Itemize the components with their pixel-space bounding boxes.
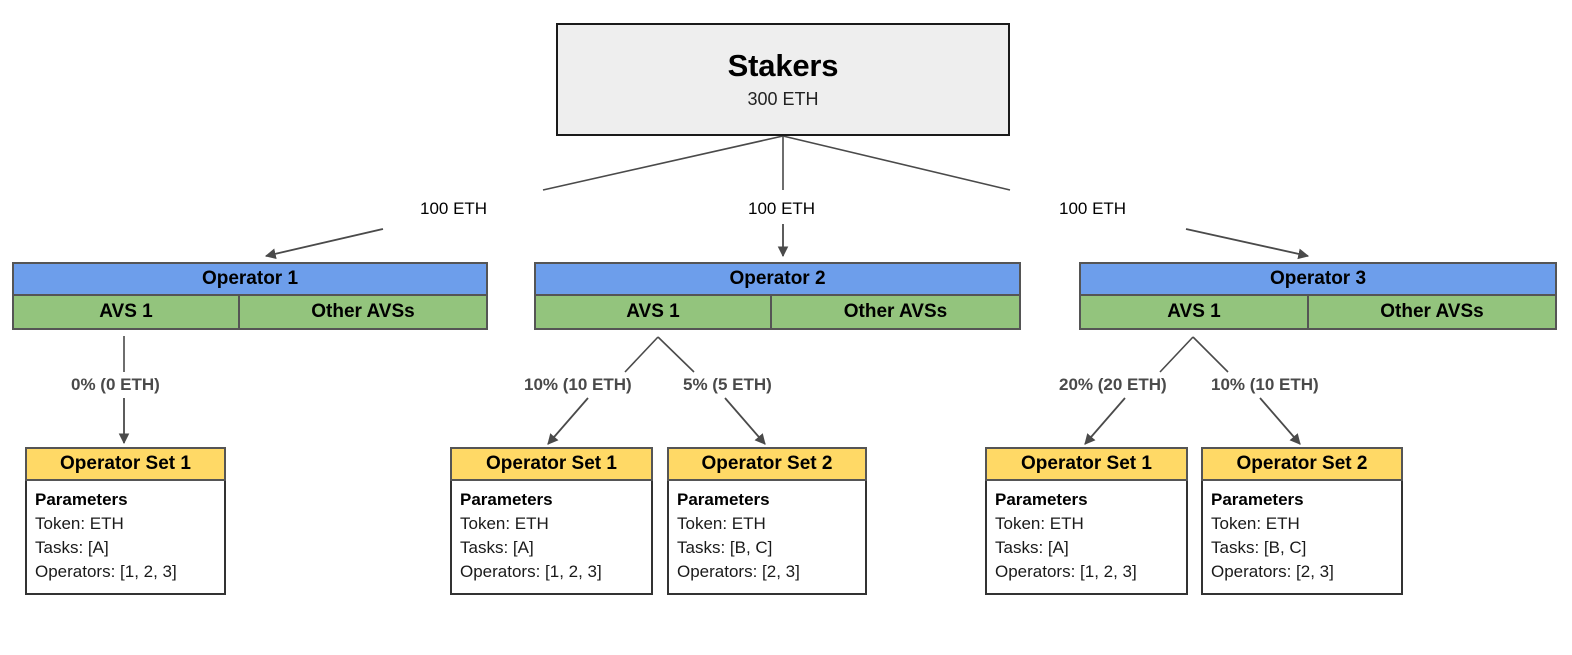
operator-node-1[interactable]: Operator 1 AVS 1 Other AVSs (12, 262, 488, 330)
stakers-title: Stakers (727, 48, 839, 84)
delegation-label-1: 100 ETH (420, 199, 488, 218)
param-token: Token: ETH (995, 514, 1084, 534)
allocation-label-operator-2-set-2: 5% (5 ETH) (683, 375, 772, 394)
param-operators: Operators: [1, 2, 3] (460, 562, 602, 582)
params-heading: Parameters (1211, 490, 1304, 509)
operator-3-avs-primary[interactable]: AVS 1 (1081, 296, 1307, 328)
operator-set-2-2-title: Operator Set 2 (667, 447, 867, 481)
delegation-label-2: 100 ETH (748, 199, 816, 218)
param-operators: Operators: [2, 3] (1211, 562, 1334, 582)
param-tasks: Tasks: [A] (995, 538, 1069, 558)
operator-set-3-1-title: Operator Set 1 (985, 447, 1188, 481)
operator-set-node-3-1[interactable]: Operator Set 1 Parameters Token: ETH Tas… (985, 447, 1188, 595)
params-heading: Parameters (35, 490, 128, 509)
operator-set-3-2-title: Operator Set 2 (1201, 447, 1403, 481)
stakers-node[interactable]: Stakers 300 ETH (556, 23, 1010, 136)
operator-3-title: Operator 3 (1081, 264, 1555, 296)
operator-set-2-1-body: Parameters Token: ETH Tasks: [A] Operato… (450, 481, 653, 595)
param-token: Token: ETH (35, 514, 124, 534)
operator-node-3[interactable]: Operator 3 AVS 1 Other AVSs (1079, 262, 1557, 330)
edge-stakers-to-operator-1 (264, 228, 384, 260)
operator-set-1-1-title: Operator Set 1 (25, 447, 226, 481)
edge-operator-3-to-set-1 (1084, 397, 1126, 445)
edge-operator-3-avs-branches (1159, 336, 1229, 373)
operator-1-avs-row: AVS 1 Other AVSs (14, 296, 486, 328)
operator-set-2-1-title: Operator Set 1 (450, 447, 653, 481)
edge-operator-3-to-set-2 (1259, 397, 1301, 445)
params-heading: Parameters (995, 490, 1088, 509)
allocation-label-operator-1-set-1: 0% (0 ETH) (71, 375, 160, 394)
operator-set-node-2-2[interactable]: Operator Set 2 Parameters Token: ETH Tas… (667, 447, 867, 595)
operator-2-avs-other[interactable]: Other AVSs (770, 296, 1019, 328)
param-operators: Operators: [1, 2, 3] (995, 562, 1137, 582)
operator-set-2-2-body: Parameters Token: ETH Tasks: [B, C] Oper… (667, 481, 867, 595)
param-tasks: Tasks: [B, C] (1211, 538, 1307, 558)
param-tasks: Tasks: [A] (460, 538, 534, 558)
operator-1-title: Operator 1 (14, 264, 486, 296)
operator-set-1-1-body: Parameters Token: ETH Tasks: [A] Operato… (25, 481, 226, 595)
param-operators: Operators: [1, 2, 3] (35, 562, 177, 582)
param-operators: Operators: [2, 3] (677, 562, 800, 582)
stakers-amount: 300 ETH (747, 89, 819, 110)
operator-set-3-2-body: Parameters Token: ETH Tasks: [B, C] Oper… (1201, 481, 1403, 595)
operator-set-3-1-body: Parameters Token: ETH Tasks: [A] Operato… (985, 481, 1188, 595)
operator-set-node-2-1[interactable]: Operator Set 1 Parameters Token: ETH Tas… (450, 447, 653, 595)
operator-2-title: Operator 2 (536, 264, 1019, 296)
param-token: Token: ETH (1211, 514, 1300, 534)
param-token: Token: ETH (677, 514, 766, 534)
params-heading: Parameters (460, 490, 553, 509)
edge-operator-2-to-set-2 (724, 397, 766, 445)
operator-3-avs-other[interactable]: Other AVSs (1307, 296, 1555, 328)
operator-set-node-1-1[interactable]: Operator Set 1 Parameters Token: ETH Tas… (25, 447, 226, 595)
allocation-label-operator-3-set-1: 20% (20 ETH) (1059, 375, 1167, 394)
edge-stakers-to-operator-3 (1185, 228, 1310, 260)
operator-3-avs-row: AVS 1 Other AVSs (1081, 296, 1555, 328)
operator-2-avs-row: AVS 1 Other AVSs (536, 296, 1019, 328)
params-heading: Parameters (677, 490, 770, 509)
edge-stakers-fanout (542, 135, 1011, 191)
operator-set-node-3-2[interactable]: Operator Set 2 Parameters Token: ETH Tas… (1201, 447, 1403, 595)
operator-1-avs-primary[interactable]: AVS 1 (14, 296, 238, 328)
allocation-label-operator-3-set-2: 10% (10 ETH) (1211, 375, 1319, 394)
delegation-label-3: 100 ETH (1059, 199, 1127, 218)
param-token: Token: ETH (460, 514, 549, 534)
allocation-label-operator-2-set-1: 10% (10 ETH) (524, 375, 632, 394)
operator-2-avs-primary[interactable]: AVS 1 (536, 296, 770, 328)
operator-node-2[interactable]: Operator 2 AVS 1 Other AVSs (534, 262, 1021, 330)
edge-operator-2-avs-branches (624, 336, 695, 373)
edge-operator-2-to-set-1 (547, 397, 589, 445)
param-tasks: Tasks: [B, C] (677, 538, 773, 558)
param-tasks: Tasks: [A] (35, 538, 109, 558)
operator-1-avs-other[interactable]: Other AVSs (238, 296, 486, 328)
